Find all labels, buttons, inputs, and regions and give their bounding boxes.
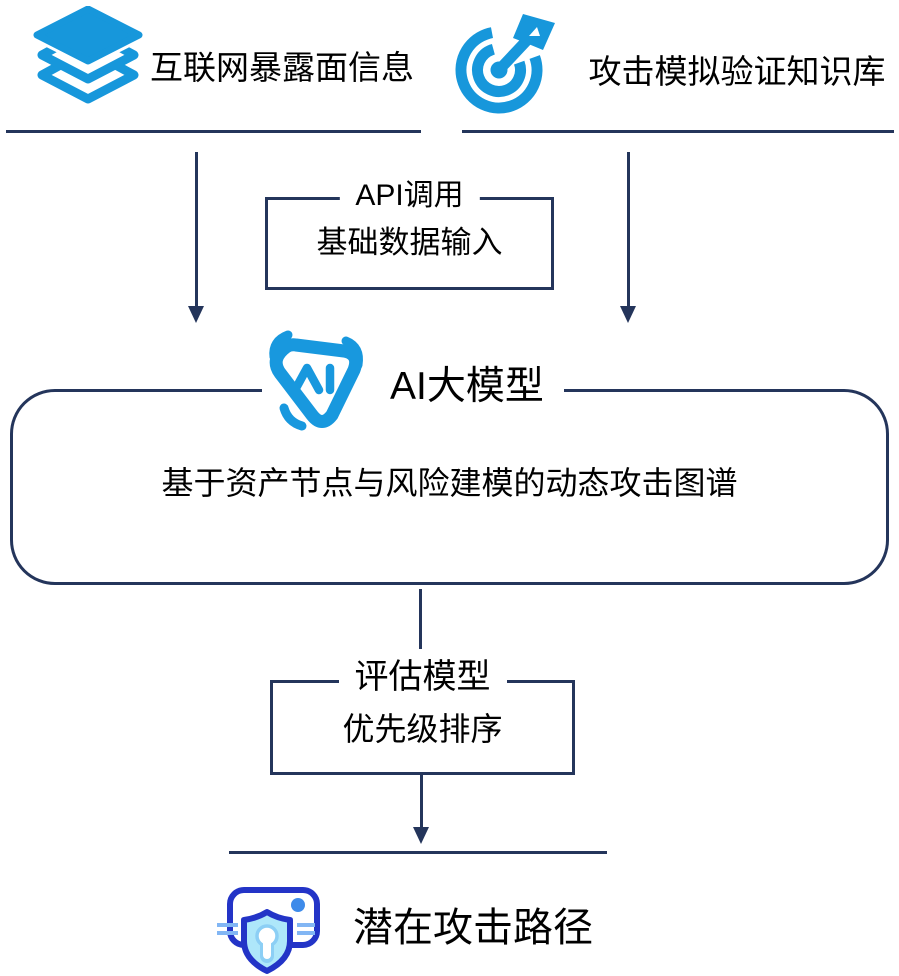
arrow-down-output xyxy=(413,775,429,844)
arrow-down-right xyxy=(620,152,636,323)
api-call-box: API调用 基础数据输入 xyxy=(265,175,554,290)
output-label: 潜在攻击路径 xyxy=(353,906,593,950)
attack-graph-box: 基于资产节点与风险建模的动态攻击图谱 xyxy=(10,389,889,585)
source-right-label: 攻击模拟验证知识库 xyxy=(588,53,886,90)
divider-top-right xyxy=(462,130,894,133)
arrow-head-icon xyxy=(188,306,204,323)
arrow-shaft xyxy=(419,775,423,827)
divider-top-left xyxy=(6,130,421,133)
evaluation-box-body: 优先级排序 xyxy=(342,711,503,747)
ai-model-label: AI大模型 xyxy=(390,365,544,408)
arrow-down-left xyxy=(188,152,204,323)
connector-line xyxy=(419,589,422,649)
target-dart-icon xyxy=(455,14,555,114)
arrow-shaft xyxy=(194,152,198,306)
ai-logo-icon xyxy=(269,330,363,431)
shield-server-icon xyxy=(217,887,320,974)
layers-icon xyxy=(30,6,146,104)
evaluation-box-title: 评估模型 xyxy=(338,654,507,700)
api-box-body: 基础数据输入 xyxy=(316,225,503,260)
arrow-head-icon xyxy=(620,306,636,323)
divider-output xyxy=(229,851,607,854)
source-left-label: 互联网暴露面信息 xyxy=(150,49,414,86)
arrow-head-icon xyxy=(413,827,429,844)
attack-graph-text: 基于资产节点与风险建模的动态攻击图谱 xyxy=(161,465,738,501)
ai-model-legend: AI大模型 xyxy=(262,326,564,440)
arrow-shaft xyxy=(626,152,630,306)
evaluation-box: 评估模型 优先级排序 xyxy=(270,654,575,775)
api-box-title: API调用 xyxy=(339,175,480,217)
